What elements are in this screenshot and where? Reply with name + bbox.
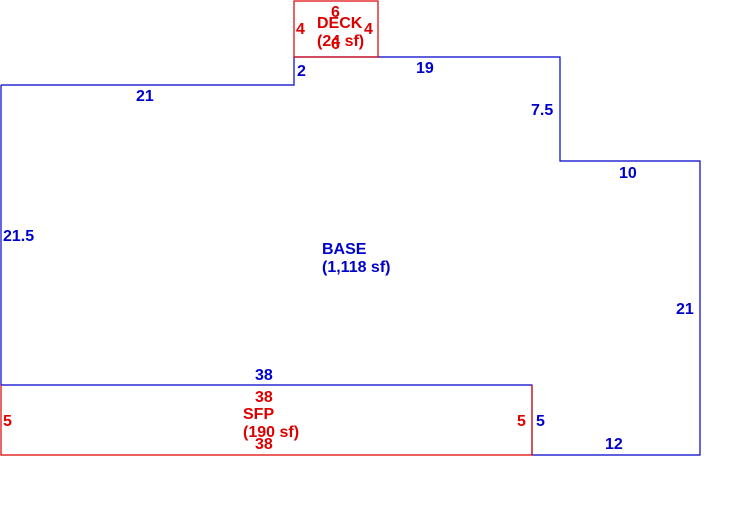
dim-base-top-right: 19 <box>416 60 434 77</box>
dim-base-top-left: 21 <box>136 88 154 105</box>
base-outline <box>0 56 701 456</box>
dim-sfp-bottom: 38 <box>255 436 273 453</box>
dim-base-bottom-step: 5 <box>536 413 545 430</box>
dim-base-right-step: 10 <box>619 165 637 182</box>
deck-outline <box>293 0 379 58</box>
base-area-size: (1,118 sf) <box>322 259 390 276</box>
dim-deck-left: 4 <box>296 21 305 38</box>
dim-deck-right: 4 <box>364 21 373 38</box>
sfp-outline <box>0 385 533 456</box>
deck-area-name: DECK <box>317 15 363 32</box>
dim-base-right-upper: 7.5 <box>531 102 553 119</box>
dim-sfp-right: 5 <box>517 413 526 430</box>
dim-base-right-lower: 21 <box>676 301 694 318</box>
sfp-area-name: SFP <box>243 406 274 423</box>
dim-base-step-up: 2 <box>297 63 306 80</box>
dim-sfp-left: 5 <box>3 413 12 430</box>
dim-base-bottom-right: 12 <box>605 436 623 453</box>
dim-base-bottom-left: 38 <box>255 367 273 384</box>
dim-sfp-top: 38 <box>255 389 273 406</box>
sfp-area-size: (190 sf) <box>243 424 299 441</box>
base-area-name: BASE <box>322 241 367 258</box>
dim-deck-bottom: 6 <box>331 36 340 53</box>
dim-deck-top: 6 <box>331 4 340 21</box>
dim-base-left: 21.5 <box>3 228 34 245</box>
deck-area-size: (24 sf) <box>317 33 364 50</box>
